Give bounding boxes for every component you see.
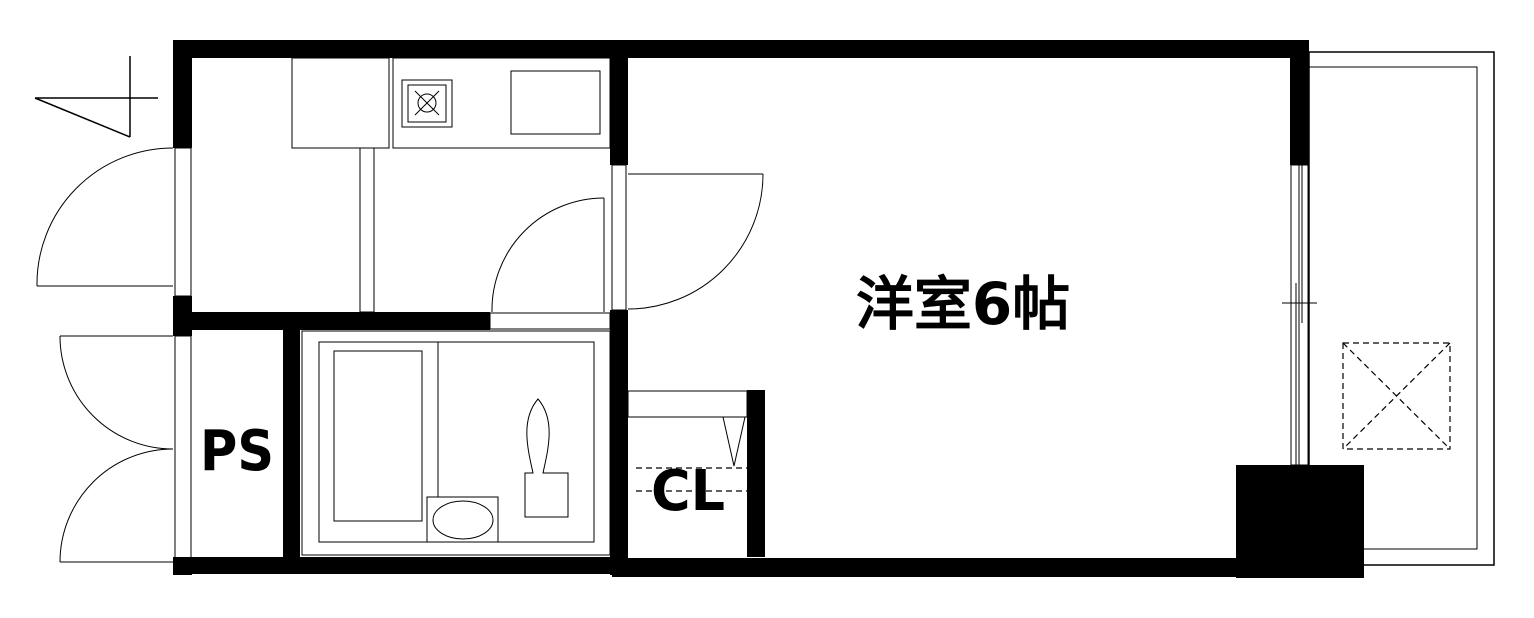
closet (627, 390, 748, 492)
room-label-ps: PS (200, 419, 274, 484)
ps-double-door (59, 335, 192, 563)
entrance-door (36, 147, 192, 297)
balcony (1308, 51, 1495, 566)
kitchen (291, 57, 611, 313)
balcony-window (1282, 164, 1317, 466)
kitchen-counter (392, 57, 611, 149)
partition (359, 147, 375, 313)
escape-hatch-icon (1342, 342, 1451, 450)
bathtub-icon (333, 350, 423, 522)
structural-column (1236, 465, 1364, 578)
unit-bath (301, 330, 611, 556)
room-label-western-room: 洋室6帖 (856, 270, 1070, 338)
room-label-cl: CL (651, 459, 725, 524)
washbasin-icon (426, 496, 499, 543)
stove-icon (401, 79, 453, 128)
sink-icon (510, 70, 601, 135)
inner-doors (489, 164, 764, 330)
toilet-icon (524, 398, 569, 518)
refrigerator-space (291, 57, 390, 149)
walls (173, 40, 1364, 578)
north-arrow-icon (34, 56, 158, 138)
